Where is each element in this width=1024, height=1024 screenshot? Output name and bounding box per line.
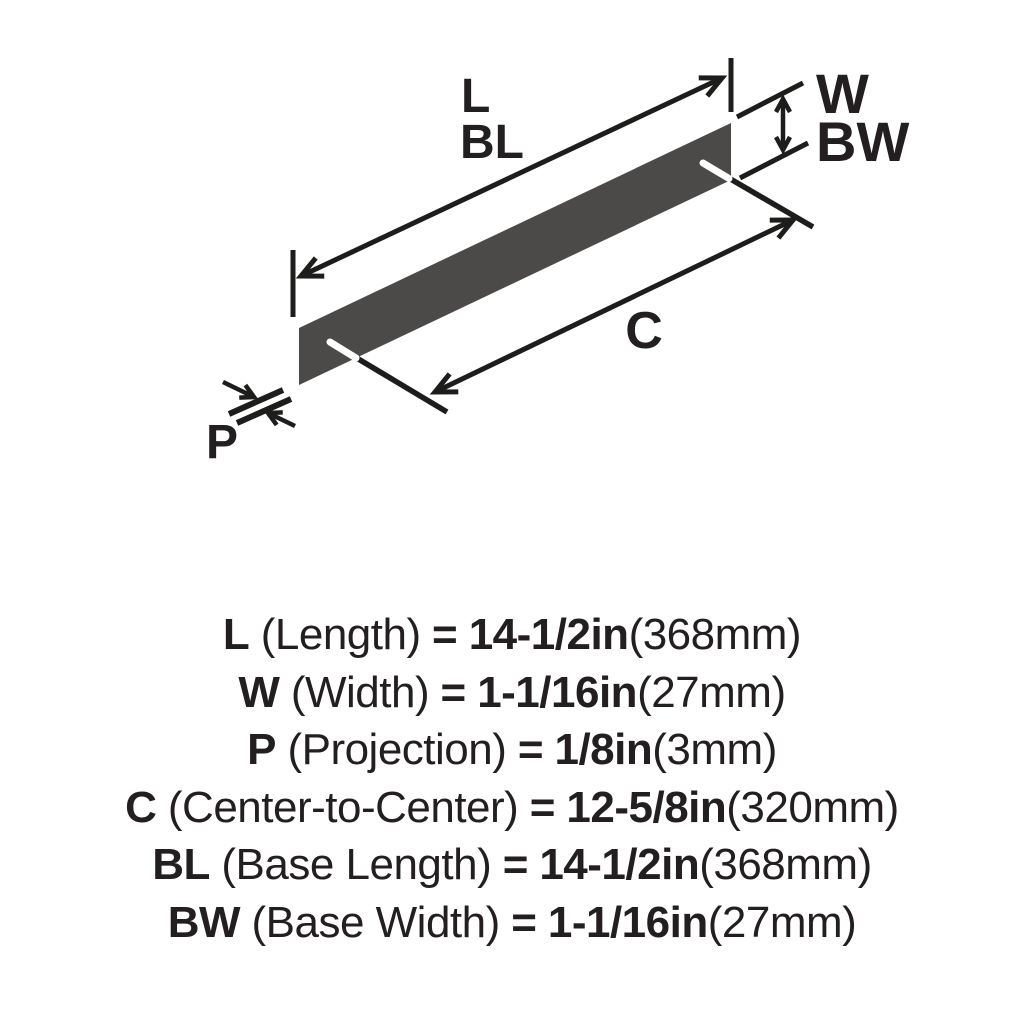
spec-imperial: 12-5/8in xyxy=(566,782,727,832)
spec-code: BL xyxy=(152,840,210,889)
p-arrow-lower xyxy=(263,410,296,429)
spec-line: BW(Base Width)=1-1/16in(27mm) xyxy=(0,894,1024,952)
l-dimension-line xyxy=(295,75,728,279)
hole-slash-right-on-bar xyxy=(699,159,733,182)
spec-label: (Projection) xyxy=(287,725,507,774)
hole-slash-left-on-bar xyxy=(326,338,360,362)
spec-label: (Center-to-Center) xyxy=(167,782,519,832)
spec-imperial: 14-1/2in xyxy=(539,840,700,889)
w-extension-line-top xyxy=(735,80,805,120)
spec-code: BW xyxy=(167,897,241,947)
spec-metric: (3mm) xyxy=(652,725,777,774)
spec-imperial: 1-1/16in xyxy=(477,667,638,717)
label-center-to-center: C xyxy=(625,302,663,360)
spec-imperial: 14-1/2in xyxy=(468,610,629,659)
spec-line: L(Length)=14-1/2in(368mm) xyxy=(0,606,1024,664)
spec-code: L xyxy=(222,610,250,659)
spec-code: C xyxy=(125,782,157,832)
label-length: L xyxy=(461,70,490,123)
label-width: W xyxy=(816,62,869,125)
spec-equals: = xyxy=(517,725,544,774)
spec-metric: (27mm) xyxy=(637,667,786,717)
spec-metric: (368mm) xyxy=(628,610,802,659)
spec-line: BL(Base Length)=14-1/2in(368mm) xyxy=(0,836,1024,894)
w-extension-line-bottom xyxy=(738,140,810,181)
spec-line: P(Projection)=1/8in(3mm) xyxy=(0,721,1024,779)
spec-equals: = xyxy=(511,897,537,947)
spec-label: (Base Length) xyxy=(221,840,492,889)
label-base-width: BW xyxy=(816,110,909,173)
c-dimension-line xyxy=(429,217,799,395)
spec-imperial: 1-1/16in xyxy=(547,897,708,947)
spec-equals: = xyxy=(502,840,529,889)
spec-metric: (27mm) xyxy=(707,897,857,947)
label-projection: P xyxy=(206,416,238,469)
spec-label: (Width) xyxy=(290,667,430,717)
label-base-length: BL xyxy=(460,116,524,169)
spec-equals: = xyxy=(440,667,467,717)
spec-code: P xyxy=(247,725,276,774)
spec-label: (Length) xyxy=(260,610,421,659)
spec-code: W xyxy=(238,667,280,717)
spec-list: L(Length)=14-1/2in(368mm) W(Width)=1-1/1… xyxy=(0,606,1024,951)
spec-line: C(Center-to-Center)=12-5/8in(320mm) xyxy=(0,779,1024,837)
spec-line: W(Width)=1-1/16in(27mm) xyxy=(0,664,1024,722)
spec-label: (Base Width) xyxy=(251,897,500,947)
spec-metric: (320mm) xyxy=(726,782,899,832)
p-arrow-upper xyxy=(222,379,259,400)
spec-metric: (368mm) xyxy=(699,840,872,889)
spec-equals: = xyxy=(432,610,458,659)
spec-equals: = xyxy=(529,782,556,832)
p-slash-outer xyxy=(227,387,285,417)
spec-imperial: 1/8in xyxy=(554,725,653,774)
